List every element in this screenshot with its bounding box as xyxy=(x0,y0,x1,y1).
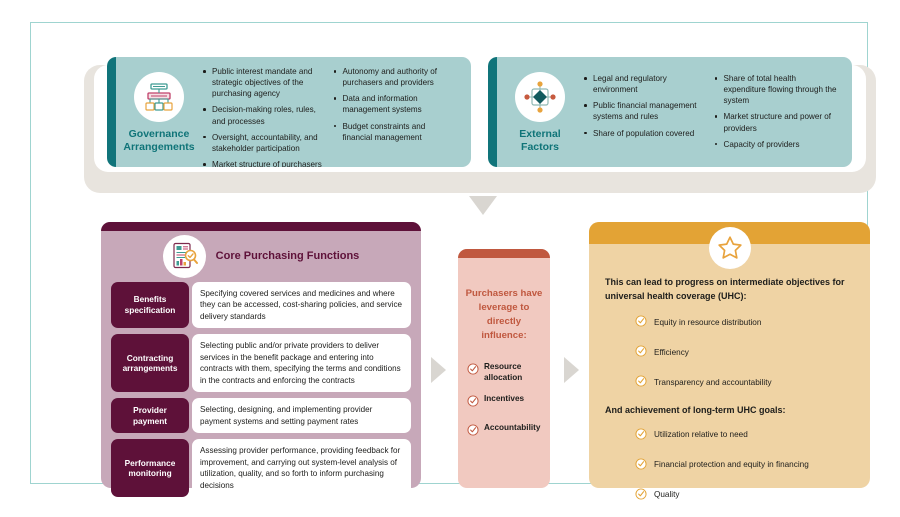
check-circle-icon xyxy=(635,457,647,475)
function-label-line1: Provider xyxy=(133,405,167,416)
function-row-performance-monitoring: Performance monitoring Assessing provide… xyxy=(111,439,411,498)
function-label: Benefits specification xyxy=(111,282,189,329)
check-circle-icon xyxy=(467,362,479,380)
governance-column-1: Public interest mandate and strategic ob… xyxy=(202,66,333,167)
list-item-label: Quality xyxy=(654,490,680,500)
function-description: Assessing provider performance, providin… xyxy=(192,439,411,498)
leverage-title: Purchasers have leverage to directly inf… xyxy=(465,288,543,341)
check-circle-icon xyxy=(467,394,479,412)
function-label-line2: payment xyxy=(132,415,168,426)
check-circle-icon xyxy=(635,314,647,332)
teal-spine xyxy=(488,57,497,167)
function-label-line2: specification xyxy=(124,305,176,316)
function-label-line1: Benefits xyxy=(133,294,167,305)
function-row-contracting-arrangements: Contracting arrangements Selecting publi… xyxy=(111,334,411,393)
list-item-label: Financial protection and equity in finan… xyxy=(654,460,809,470)
list-item: Share of population covered xyxy=(583,128,708,139)
check-circle-icon xyxy=(635,487,647,505)
check-circle-icon xyxy=(635,427,647,445)
list-item: Accountability xyxy=(467,423,544,441)
list-item: Capacity of providers xyxy=(714,139,839,150)
list-item: Public interest mandate and strategic ob… xyxy=(202,66,327,99)
panel-header-bar xyxy=(458,249,550,258)
external-column-1: Legal and regulatory environment Public … xyxy=(583,73,714,161)
list-item: Utilization relative to need xyxy=(635,427,858,445)
list-item-label: Transparency and accountability xyxy=(654,377,772,387)
arrow-right-icon xyxy=(564,357,579,383)
function-label-line2: arrangements xyxy=(122,363,178,374)
core-purchasing-functions-panel: Core Purchasing Functions Benefits speci… xyxy=(101,222,421,498)
function-label: Provider payment xyxy=(111,398,189,434)
function-row-benefits-specification: Benefits specification Specifying covere… xyxy=(111,282,411,329)
document-magnifier-icon xyxy=(162,234,206,278)
list-item: Data and information management systems xyxy=(333,93,458,115)
purchaser-leverage-panel: Purchasers have leverage to directly inf… xyxy=(458,249,550,488)
org-chart-icon xyxy=(134,71,184,122)
check-circle-icon xyxy=(635,344,647,362)
list-item-label: Utilization relative to need xyxy=(654,430,748,440)
function-label-line2: monitoring xyxy=(128,468,172,479)
list-item: Share of total health expenditure flowin… xyxy=(714,73,839,106)
list-item-label: Accountability xyxy=(484,423,541,433)
function-label-line1: Performance xyxy=(124,457,176,468)
uhc-outcomes-panel: This can lead to progress on intermediat… xyxy=(589,222,870,499)
list-item: Incentives xyxy=(467,394,544,412)
list-item: Resource allocation xyxy=(467,362,544,383)
teal-spine xyxy=(107,57,116,167)
external-factors-box: External Factors Legal and regulatory en… xyxy=(488,57,852,167)
function-label: Performance monitoring xyxy=(111,439,189,498)
list-item: Efficiency xyxy=(635,344,858,362)
governance-label: Governance Arrangements xyxy=(123,127,195,153)
governance-arrangements-box: Governance Arrangements Public interest … xyxy=(107,57,471,167)
list-item: Market structure of purchasers xyxy=(202,159,327,167)
function-row-provider-payment: Provider payment Selecting, designing, a… xyxy=(111,398,411,434)
list-item: Quality xyxy=(635,487,858,505)
list-item: Legal and regulatory environment xyxy=(583,73,708,95)
list-item: Autonomy and authority of purchasers and… xyxy=(333,66,458,88)
external-column-2: Share of total health expenditure flowin… xyxy=(714,73,845,161)
function-description: Specifying covered services and medicine… xyxy=(192,282,411,329)
list-item-label: Resource allocation xyxy=(484,362,523,382)
arrow-down-icon xyxy=(469,196,497,215)
core-purchasing-title: Core Purchasing Functions xyxy=(215,250,360,262)
governance-column-2: Autonomy and authority of purchasers and… xyxy=(333,66,464,161)
uhc-intermediate-heading: This can lead to progress on intermediat… xyxy=(605,277,845,301)
list-item: Budget constraints and financial managem… xyxy=(333,121,458,143)
list-item: Transparency and accountability xyxy=(635,374,858,392)
external-factors-label: External Factors xyxy=(519,127,561,153)
page-frame: Governance Arrangements Public interest … xyxy=(30,22,876,499)
list-item-label: Equity in resource distribution xyxy=(654,317,762,327)
function-label-line1: Contracting xyxy=(126,352,174,363)
arrow-right-icon xyxy=(431,357,446,383)
function-label: Contracting arrangements xyxy=(111,334,189,393)
check-circle-icon xyxy=(467,423,479,441)
list-item: Oversight, accountability, and stakehold… xyxy=(202,132,327,154)
uhc-goals-heading: And achievement of long-term UHC goals: xyxy=(605,405,786,415)
star-icon xyxy=(708,227,751,269)
function-description: Selecting, designing, and implementing p… xyxy=(192,398,411,434)
list-item-label: Incentives xyxy=(484,394,525,404)
list-item: Financial protection and equity in finan… xyxy=(635,457,858,475)
check-circle-icon xyxy=(635,374,647,392)
list-item: Market structure and power of providers xyxy=(714,111,839,133)
list-item: Decision-making roles, rules, and proces… xyxy=(202,104,327,126)
list-item-label: Efficiency xyxy=(654,347,689,357)
network-nodes-icon xyxy=(515,71,565,122)
list-item: Public financial management systems and … xyxy=(583,100,708,122)
list-item: Equity in resource distribution xyxy=(635,314,858,332)
panel-header-bar xyxy=(101,222,421,231)
function-description: Selecting public and/or private provider… xyxy=(192,334,411,393)
